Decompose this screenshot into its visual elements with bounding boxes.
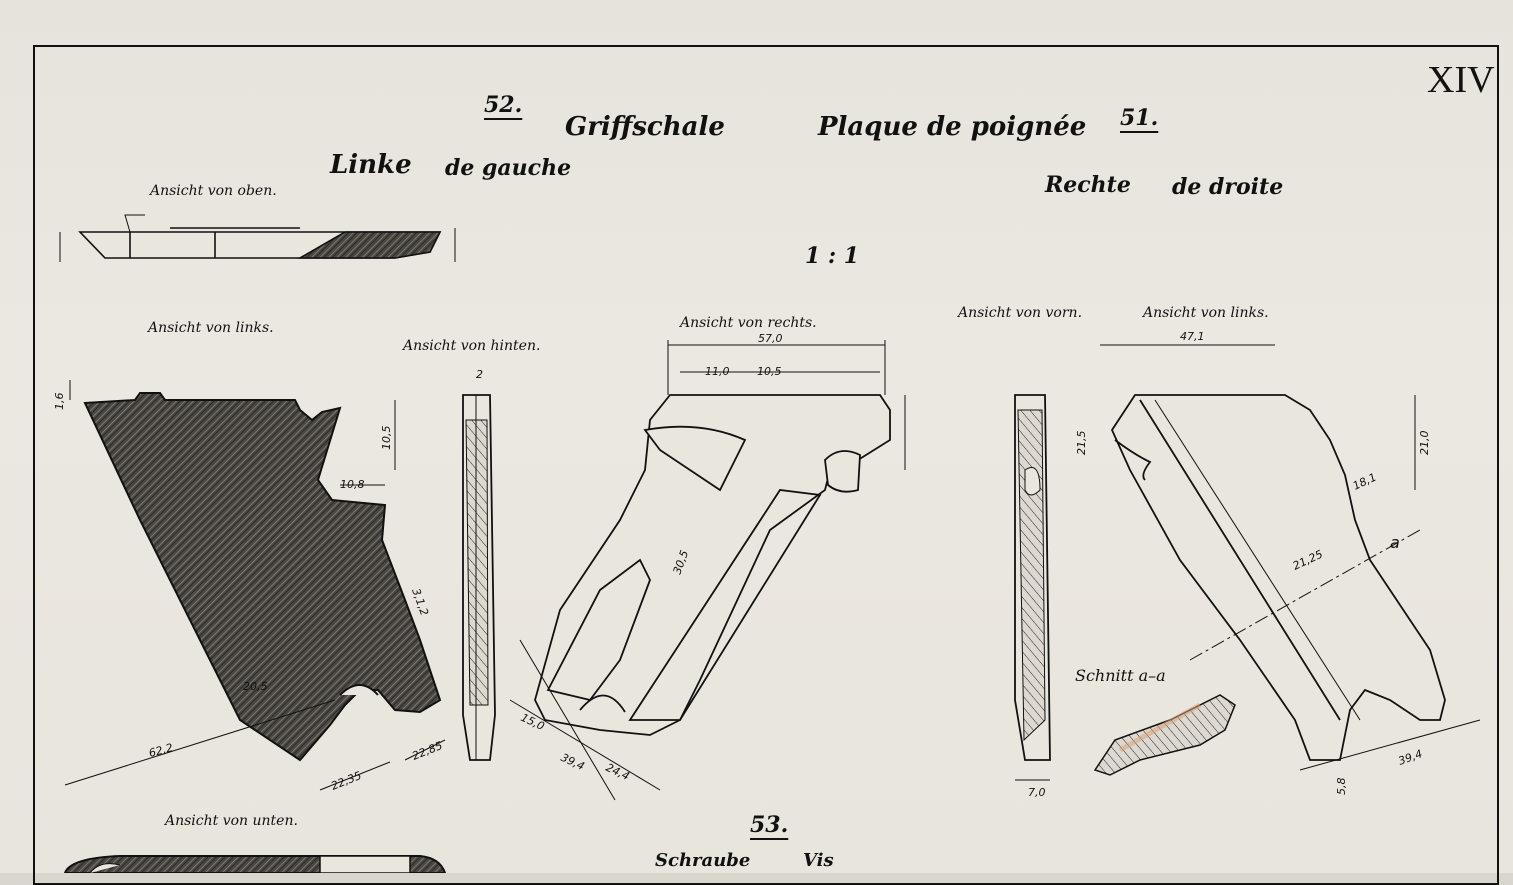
view-rear-label: Ansicht von hinten. — [403, 338, 541, 354]
dim-text: 22,35 — [329, 769, 363, 793]
view-left-label: Ansicht von links. — [148, 320, 274, 336]
dim-text: 1,6 — [53, 393, 66, 411]
dim-text: 24,4 — [604, 761, 632, 783]
view-right-label: Ansicht von rechts. — [680, 315, 817, 331]
title-german: Griffschale — [565, 112, 725, 142]
title-french: Plaque de poignée — [818, 112, 1087, 142]
dim-text: 47,1 — [1180, 330, 1205, 343]
dim-text: 10,5 — [757, 365, 782, 378]
right-label-french: de droite — [1172, 174, 1284, 200]
screw-german: Schraube — [655, 850, 751, 871]
dim-text: 5,8 — [1335, 778, 1348, 796]
dim-text: 39,4 — [559, 751, 587, 773]
left-grip-inner-view — [534, 394, 891, 736]
section-a-a — [1093, 694, 1236, 776]
view-front-label: Ansicht von vorn. — [958, 305, 1083, 321]
dim-text: 39,4 — [1397, 747, 1424, 768]
dim-text: 21,0 — [1418, 431, 1431, 456]
right-grip-view — [1110, 394, 1446, 761]
right-label-german: Rechte — [1045, 172, 1131, 198]
section-label: Schnitt a–a — [1075, 666, 1166, 685]
dim-text: 3,1,2 — [409, 587, 431, 618]
part-number-51: 51. — [1120, 105, 1159, 131]
top-view — [59, 214, 456, 262]
screw-french: Vis — [803, 850, 834, 871]
dim-text: 10,8 — [340, 478, 365, 491]
dim-text: 57,0 — [758, 332, 783, 345]
left-label-french: de gauche — [445, 155, 572, 181]
view-top-label: Ansicht von oben. — [150, 183, 277, 199]
view-bottom-label: Ansicht von unten. — [165, 813, 298, 829]
dim-text: 62,2 — [147, 741, 174, 760]
dim-text: 11,0 — [705, 365, 730, 378]
left-grip-dimensions — [509, 340, 906, 801]
front-view — [1014, 394, 1051, 781]
bottom-view — [63, 855, 447, 873]
dim-text: 21,5 — [1075, 431, 1088, 456]
part-number-52: 52. — [484, 92, 523, 118]
rear-view — [462, 394, 496, 761]
dim-text: a — [1390, 533, 1400, 552]
dim-text: 22,85 — [410, 739, 444, 763]
right-grip-dimensions — [1100, 344, 1481, 771]
plate-number: XIV — [1427, 59, 1495, 101]
dim-text: 7,0 — [1028, 786, 1046, 799]
left-grip-view — [64, 380, 446, 791]
left-label-german: Linke — [330, 150, 412, 180]
dim-text: 18,1 — [1351, 471, 1379, 493]
dim-text: 10,5 — [380, 426, 393, 451]
dim-text: 20,5 — [243, 680, 268, 693]
scale-label: 1 : 1 — [805, 243, 860, 269]
view-left2-label: Ansicht von links. — [1143, 305, 1269, 321]
dim-text: 2 — [476, 368, 483, 381]
part-number-53: 53. — [750, 812, 789, 838]
